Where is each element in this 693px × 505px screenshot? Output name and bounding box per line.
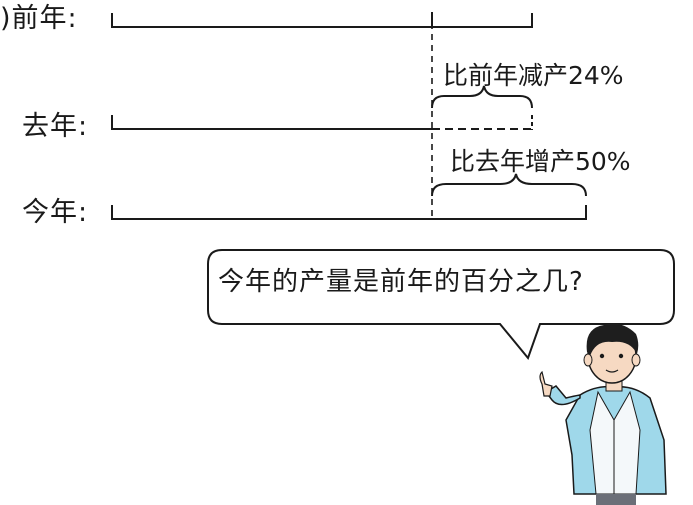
boy-eye-left (600, 354, 604, 358)
speech-bubble-question: 今年的产量是前年的百分之几? (218, 267, 584, 297)
increase-annotation: 比去年增产50% (450, 148, 631, 176)
boy-eye-right (619, 354, 623, 358)
segment-last-year (112, 115, 532, 130)
boy-ear-left (584, 354, 592, 366)
decrease-annotation: 比前年减产24% (443, 62, 624, 90)
segment-this-year (112, 205, 586, 220)
label-previous-year: )前年: (0, 4, 78, 34)
boy-illustration (540, 324, 666, 505)
label-this-year: 今年: (22, 198, 88, 228)
boy-pants (596, 494, 636, 505)
boy-ear-right (632, 354, 640, 366)
label-last-year: 去年: (22, 112, 88, 142)
segment-previous-year (112, 13, 532, 28)
boy-hand (540, 372, 552, 396)
increase-brace (432, 174, 586, 196)
